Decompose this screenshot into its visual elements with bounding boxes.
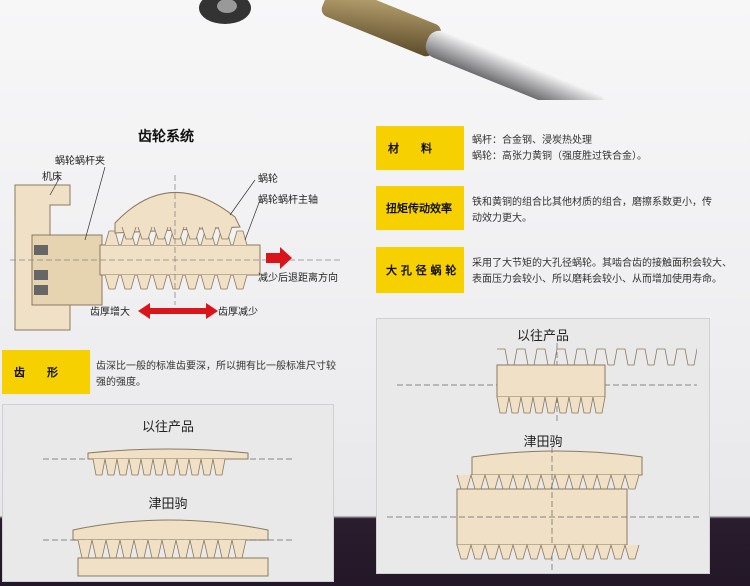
- left-tsudakoma-gear: [43, 519, 293, 577]
- feature-material-label: 材 料: [376, 126, 464, 170]
- left-panel-top-label: 以往产品: [141, 420, 194, 435]
- feature-torque-label: 扭矩传动效率: [376, 186, 464, 230]
- comparison-panel-left: 以往产品 津田驹: [2, 404, 334, 582]
- comparison-panel-right: 以往产品 津田驹: [376, 318, 710, 574]
- label-thick-up: 齿厚增大: [90, 307, 130, 318]
- label-shaft: 蜗轮蜗杆主轴: [258, 195, 318, 206]
- worm-wheel: [114, 191, 241, 234]
- feature-tooth-label: 齿 形: [2, 350, 90, 394]
- label-backlash: 减少后退距离方向: [258, 273, 338, 284]
- feature-material-desc-1: 蜗杆：合金钢、浸炭热处理: [472, 135, 592, 146]
- right-old-gear: [397, 343, 697, 423]
- feature-material-desc-2: 蜗轮：高张力黄铜（强度胜过铁合金）。: [472, 151, 647, 162]
- label-thick-down: 齿厚减少: [218, 307, 258, 318]
- feature-bore-desc-1: 采用了大节矩的大孔径蜗轮。其啮合齿的接触面积会较大、: [472, 258, 732, 269]
- feature-torque-desc-2: 动效力更大。: [472, 213, 532, 224]
- diagram-title: 齿轮系统: [138, 129, 194, 145]
- feature-bore-desc-2: 表面压力会较小、所以磨耗会较小、从而增加使用寿命。: [472, 274, 722, 285]
- right-panel-bottom-label: 津田驹: [523, 435, 563, 450]
- feature-tooth-desc-2: 强的强度。: [96, 377, 146, 388]
- right-panel-top-label: 以往产品: [516, 329, 569, 344]
- right-tsudakoma-gear: [387, 447, 702, 573]
- backlash-arrow: [266, 247, 292, 269]
- label-worm-wheel: 蜗轮: [258, 174, 278, 185]
- feature-torque-desc-1: 铁和黄铜的组合比其他材质的组合，磨擦系数更小，传: [472, 197, 712, 208]
- feature-bore-label: 大 孔 径 蜗 轮: [376, 247, 464, 293]
- gear-system-diagram: [10, 166, 340, 331]
- worm-shaft-photo: [199, 0, 606, 100]
- thickness-arrow: [138, 303, 218, 319]
- left-panel-bottom-label: 津田驹: [148, 497, 188, 512]
- label-holder: 蜗轮蜗杆夹: [55, 156, 105, 167]
- label-bed: 机床: [42, 172, 62, 183]
- feature-tooth-desc-1: 齿深比一般的标准齿要深，所以拥有比一般标准尺寸较: [96, 361, 336, 372]
- left-old-gear: [43, 448, 293, 476]
